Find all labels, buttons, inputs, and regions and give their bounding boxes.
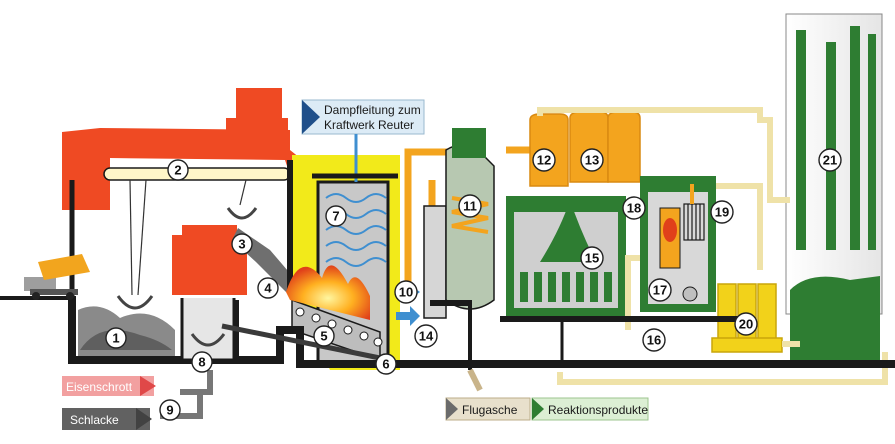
svg-text:10: 10 <box>399 285 413 300</box>
slag-conveyor <box>180 298 381 362</box>
bag-filter <box>506 196 626 360</box>
svg-text:8: 8 <box>198 355 205 370</box>
output-slag: Schlacke <box>62 408 152 430</box>
output-fly-ash-label: Flugasche <box>462 403 518 417</box>
callout-line-1: Dampfleitung zum <box>324 103 421 117</box>
svg-text:2: 2 <box>174 163 181 178</box>
marker-4: 4 <box>257 277 279 299</box>
svg-text:17: 17 <box>653 283 667 298</box>
marker-7: 7 <box>325 205 347 227</box>
output-fly-ash: Flugasche <box>445 397 531 421</box>
foundation <box>180 300 895 368</box>
svg-text:12: 12 <box>537 153 551 168</box>
output-reaction-products-label: Reaktionsprodukte <box>548 403 648 417</box>
marker-19: 19 <box>710 200 734 224</box>
svg-text:7: 7 <box>332 209 339 224</box>
marker-11: 11 <box>458 194 482 218</box>
svg-text:18: 18 <box>627 201 641 216</box>
bunker-crane <box>103 167 291 310</box>
svg-text:5: 5 <box>320 329 327 344</box>
marker-18: 18 <box>622 196 646 220</box>
component-markers: 1 2 3 4 5 6 7 8 9 10 11 12 13 14 15 16 1… <box>105 148 842 421</box>
marker-14: 14 <box>414 324 438 348</box>
svg-text:16: 16 <box>647 333 661 348</box>
output-scrap: Eisenschrott <box>62 376 156 396</box>
marker-10: 10 <box>394 280 418 304</box>
marker-12: 12 <box>532 148 556 172</box>
output-scrap-label: Eisenschrott <box>66 380 133 394</box>
ammonia-tanks <box>711 283 783 353</box>
marker-16: 16 <box>642 328 666 352</box>
steam-pipe-callout: Dampfleitung zum Kraftwerk Reuter <box>301 99 425 140</box>
marker-8: 8 <box>191 351 213 373</box>
marker-9: 9 <box>159 399 181 421</box>
cyclone-separator <box>423 128 495 392</box>
svg-text:15: 15 <box>585 251 599 266</box>
marker-5: 5 <box>313 325 335 347</box>
output-reaction-products: Reaktionsprodukte <box>531 397 649 421</box>
svg-text:21: 21 <box>823 153 837 168</box>
marker-2: 2 <box>167 159 189 181</box>
marker-17: 17 <box>648 278 672 302</box>
callout-line-2: Kraftwerk Reuter <box>324 118 414 132</box>
marker-3: 3 <box>231 233 253 255</box>
marker-20: 20 <box>734 312 758 336</box>
svg-text:6: 6 <box>382 357 389 372</box>
svg-text:14: 14 <box>419 329 434 344</box>
marker-15: 15 <box>580 246 604 270</box>
marker-13: 13 <box>580 148 604 172</box>
svg-text:4: 4 <box>264 281 272 296</box>
output-pipe <box>160 370 213 419</box>
output-slag-label: Schlacke <box>70 413 119 427</box>
svg-text:13: 13 <box>585 153 599 168</box>
marker-1: 1 <box>105 327 127 349</box>
svg-text:11: 11 <box>463 199 477 214</box>
chimney-stack <box>785 13 883 360</box>
svg-text:19: 19 <box>715 205 729 220</box>
svg-text:3: 3 <box>238 237 245 252</box>
svg-text:20: 20 <box>739 317 753 332</box>
delivery-truck <box>24 254 90 300</box>
marker-6: 6 <box>375 353 397 375</box>
svg-text:1: 1 <box>112 331 119 346</box>
svg-text:9: 9 <box>166 403 173 418</box>
marker-21: 21 <box>818 148 842 172</box>
